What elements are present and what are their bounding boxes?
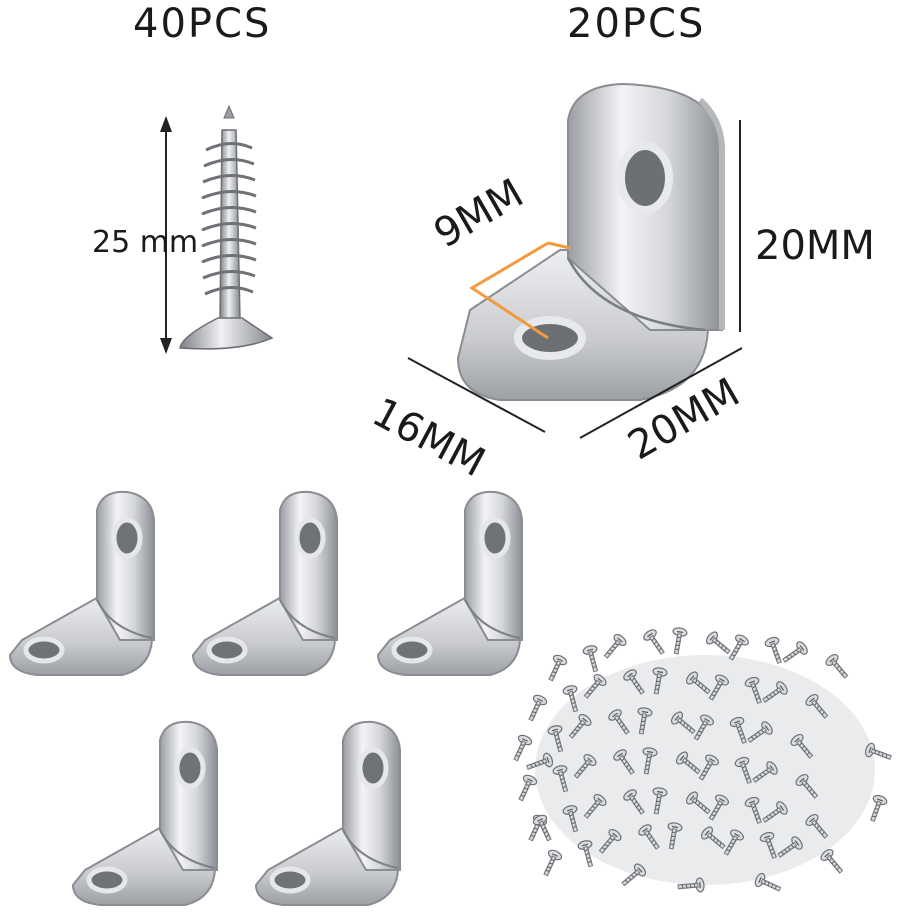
hole-offset-indicator xyxy=(469,241,571,340)
bracket-grid xyxy=(10,492,522,905)
bracket-height-label: 20MM xyxy=(755,223,875,269)
bracket-item-3 xyxy=(378,492,522,675)
bracket-depth-line xyxy=(407,357,546,433)
screw-pile-image xyxy=(509,626,894,897)
bracket-width-line xyxy=(579,347,743,439)
large-screw-image xyxy=(179,104,274,350)
screw-quantity-label: 40PCS xyxy=(133,1,272,47)
large-bracket-image xyxy=(456,82,725,401)
bracket-item-2 xyxy=(193,492,337,675)
screw-length-arrow xyxy=(160,116,172,354)
bracket-item-1 xyxy=(10,492,154,675)
bracket-item-4 xyxy=(73,722,217,905)
bracket-item-5 xyxy=(256,722,400,905)
screw-length-label: 25 mm xyxy=(92,225,199,260)
bracket-quantity-label: 20PCS xyxy=(567,1,706,47)
